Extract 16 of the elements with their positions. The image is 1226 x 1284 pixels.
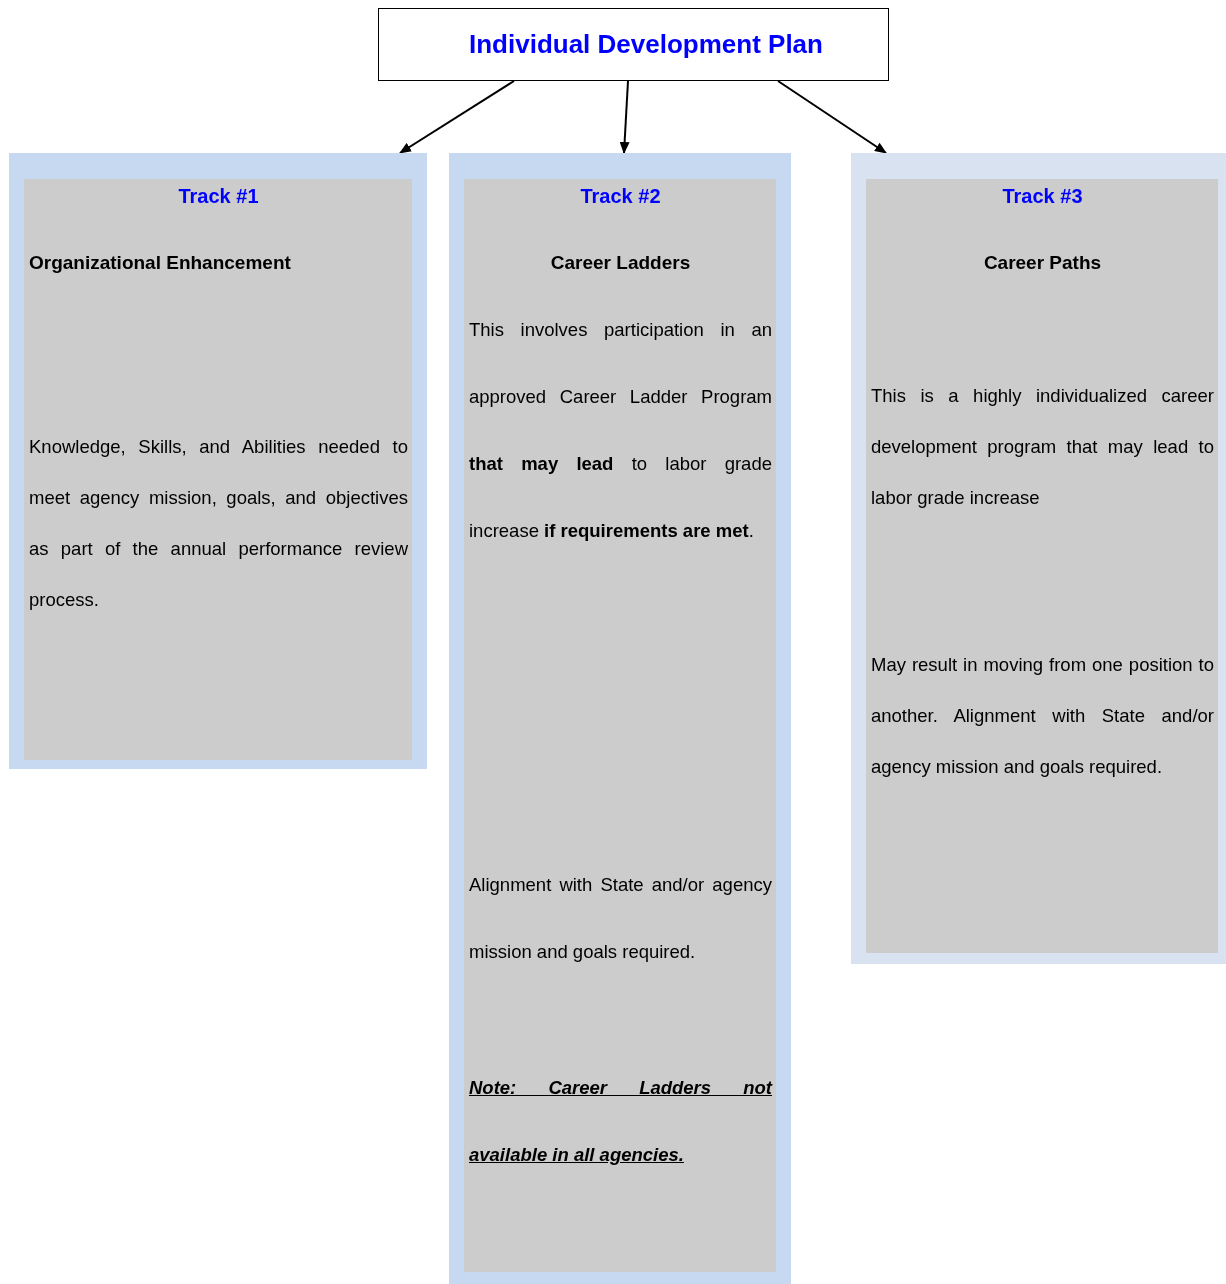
track-title: Track #1 bbox=[177, 184, 260, 209]
track-heading: Career Ladders bbox=[549, 251, 692, 275]
track-title: Track #3 bbox=[1001, 184, 1084, 209]
note-text: Note: Career Ladders not available in all agencies. bbox=[469, 1076, 772, 1167]
track-heading: Organizational Enhancement bbox=[29, 251, 292, 275]
description-text: Alignment with State and/or agency mission and goals required. bbox=[469, 873, 772, 964]
plan-title-box: Individual Development Plan bbox=[378, 8, 889, 81]
arrow bbox=[777, 80, 887, 154]
arrow bbox=[399, 80, 515, 154]
track-heading: Career Paths bbox=[982, 251, 1103, 275]
description-text: May result in moving from one position to another. Alignment with State and/or agency mission and goals required. bbox=[871, 653, 1214, 779]
track-title: Track #2 bbox=[579, 184, 662, 209]
description-text: This is a highly individualized career development program that may lead to labor grade increase bbox=[871, 384, 1214, 510]
description-text: This involves participation in an approved Career Ladder Program that may lead to labor grade increase if requirements are met. bbox=[469, 318, 772, 543]
description-text: Knowledge, Skills, and Abilities needed to meet agency mission, goals, and objectives as part of the annual performance review process. bbox=[29, 435, 408, 612]
arrow bbox=[619, 80, 630, 154]
